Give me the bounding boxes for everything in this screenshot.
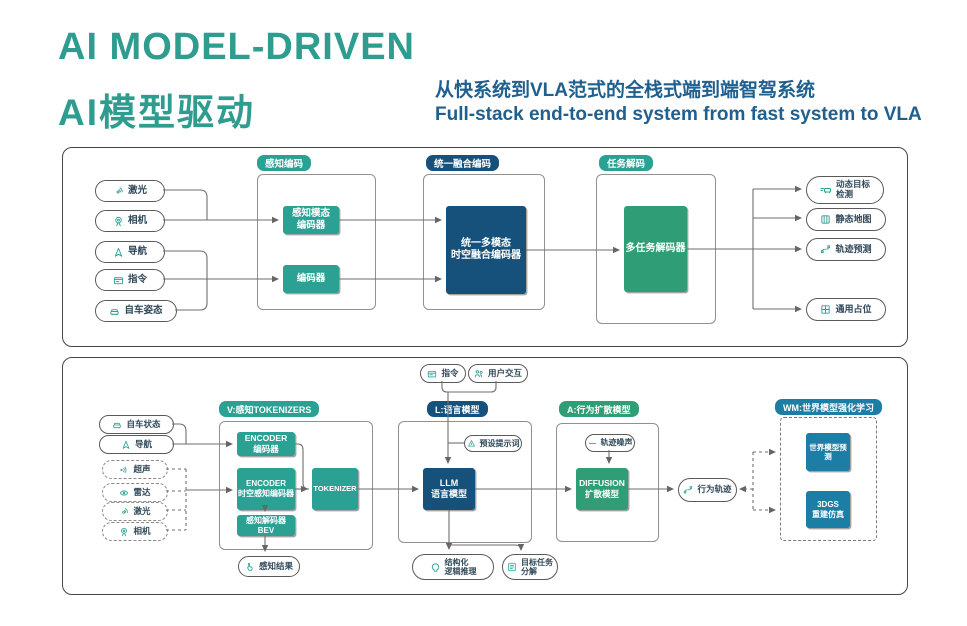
output-pill-occupancy: 通用占位 — [806, 298, 886, 321]
lidar-icon — [122, 507, 129, 514]
encoder-box: 编码器 — [283, 265, 339, 293]
input-pill-command-2: 指令 — [420, 364, 466, 383]
output-pill-static-map: 静态地图 — [806, 208, 886, 231]
input-label: 导航 — [127, 245, 147, 257]
wm-tag: WM:世界模型强化学习 — [775, 399, 882, 415]
l-language-group — [398, 421, 532, 543]
perception-encode-group — [257, 174, 376, 310]
tokenizer-box: TOKENIZER — [312, 468, 358, 510]
input-pill-ultrasonic: 超声 — [102, 460, 168, 479]
bev-decoder-box: 感知解码器 BEV — [237, 515, 295, 536]
navigation-icon — [114, 247, 123, 257]
spatiotemporal-encoder-box: ENCODER 时空感知编码器 — [237, 468, 295, 510]
diffusion-box: DIFFUSION 扩散模型 — [576, 468, 628, 510]
perception-modal-encoder-box: 感知模态 编码器 — [283, 206, 339, 234]
fusion-encode-group — [423, 174, 545, 310]
task-split-icon — [508, 562, 516, 572]
input-pill-navigation-2: 导航 — [99, 435, 174, 454]
output-label: 轨迹预测 — [835, 244, 872, 255]
input-label: 相机 — [133, 525, 151, 536]
input-pill-lidar-2: 激光 — [102, 502, 168, 521]
occupancy-icon — [821, 305, 831, 314]
llm-box: LLM 语言模型 — [423, 468, 475, 510]
output-label: 动态目标 检测 — [835, 179, 870, 199]
input-pill-lidar: 激光 — [95, 180, 165, 202]
input-label: 指令 — [127, 273, 147, 285]
preset-prompt-pill: 预设提示词 — [464, 435, 522, 452]
task-decompose-pill: 目标任务 分解 — [502, 554, 558, 580]
v-tokenizers-group — [219, 421, 373, 550]
input-pill-camera: 相机 — [95, 210, 165, 232]
ultrasonic-icon — [120, 466, 127, 473]
static-map-icon — [821, 215, 831, 224]
task-decode-tag: 任务解码 — [599, 155, 654, 171]
input-pill-command: 指令 — [95, 269, 165, 291]
input-label: 指令 — [441, 367, 459, 378]
perception-result-pill: 感知结果 — [238, 556, 300, 577]
radar-icon — [120, 490, 129, 495]
navigation-icon — [122, 440, 130, 449]
input-pill-radar: 雷达 — [102, 483, 168, 502]
input-label: 自车状态 — [126, 418, 161, 429]
gs-reconstruction-box: 3DGS 重建仿真 — [806, 491, 850, 528]
trajectory-noise-pill: 轨迹噪声 — [585, 434, 635, 452]
v-tokenizers-tag: V:感知TOKENIZERS — [219, 401, 320, 417]
input-label: 用户交互 — [487, 367, 522, 378]
input-label: 导航 — [134, 438, 152, 449]
output-label: 静态地图 — [835, 214, 872, 225]
l-language-tag: L:语言模型 — [427, 401, 488, 417]
page-title-zh: AI模型驱动 — [58, 92, 255, 133]
page-title-en: AI MODEL-DRIVEN — [58, 26, 415, 68]
output-label: 通用占位 — [835, 304, 872, 315]
input-label: 超声 — [133, 463, 151, 474]
input-label: 激光 — [127, 184, 147, 196]
car-icon — [113, 422, 122, 429]
command-icon — [113, 276, 124, 284]
camera-icon — [115, 216, 122, 226]
input-label: 相机 — [127, 214, 147, 226]
prompt-icon — [467, 440, 475, 447]
unified-fusion-encoder-box: 统一多模态 时空融合编码器 — [446, 206, 526, 294]
perception-result-icon — [247, 562, 253, 571]
behavior-trajectory-pill: 行为轨迹 — [678, 478, 737, 502]
input-label: 预设提示词 — [479, 438, 520, 448]
subtitle-zh: 从快系统到VLA范式的全栈式端到端智驾系统 — [435, 80, 816, 101]
input-label: 激光 — [133, 505, 151, 516]
input-pill-navigation: 导航 — [95, 241, 165, 263]
camera-icon — [121, 527, 128, 536]
input-pill-ego-state: 自车状态 — [99, 415, 174, 434]
input-label: 自车姿态 — [124, 304, 163, 316]
output-label: 目标任务 分解 — [521, 557, 553, 576]
a-diffusion-group — [556, 423, 659, 542]
output-label: 感知结果 — [258, 560, 293, 571]
encoder1-box: ENCODER 编码器 — [237, 432, 295, 456]
reasoning-icon — [431, 562, 439, 572]
behavior-trajectory-icon — [684, 486, 693, 494]
structured-reasoning-pill: 结构化 逻辑推理 — [412, 554, 494, 580]
input-label: 轨迹噪声 — [600, 438, 633, 448]
multitask-decoder-box: 多任务解码器 — [624, 206, 687, 292]
command-icon — [428, 370, 437, 377]
users-icon — [474, 369, 483, 377]
fusion-encode-tag: 统一融合编码 — [426, 155, 500, 171]
output-pill-trajectory-pred: 轨迹预测 — [806, 238, 886, 261]
wm-group — [780, 417, 877, 541]
input-pill-ego-pose: 自车姿态 — [95, 300, 177, 322]
input-pill-user-interaction: 用户交互 — [468, 364, 528, 383]
noise-icon — [588, 442, 596, 444]
output-pill-dynamic-target: 动态目标 检测 — [806, 176, 884, 204]
lidar-icon — [116, 186, 123, 193]
output-label: 结构化 逻辑推理 — [444, 557, 477, 576]
dynamic-target-icon — [820, 188, 831, 194]
car-icon — [110, 308, 120, 315]
world-model-predict-box: 世界模型预测 — [806, 433, 850, 471]
trajectory-icon — [821, 245, 831, 254]
a-diffusion-tag: A:行为扩散模型 — [559, 401, 639, 417]
input-pill-camera-2: 相机 — [102, 522, 168, 541]
input-label: 雷达 — [133, 486, 151, 497]
perception-encode-tag: 感知编码 — [257, 155, 312, 171]
output-label: 行为轨迹 — [697, 484, 732, 495]
subtitle-en: Full-stack end-to-end system from fast s… — [435, 104, 922, 125]
